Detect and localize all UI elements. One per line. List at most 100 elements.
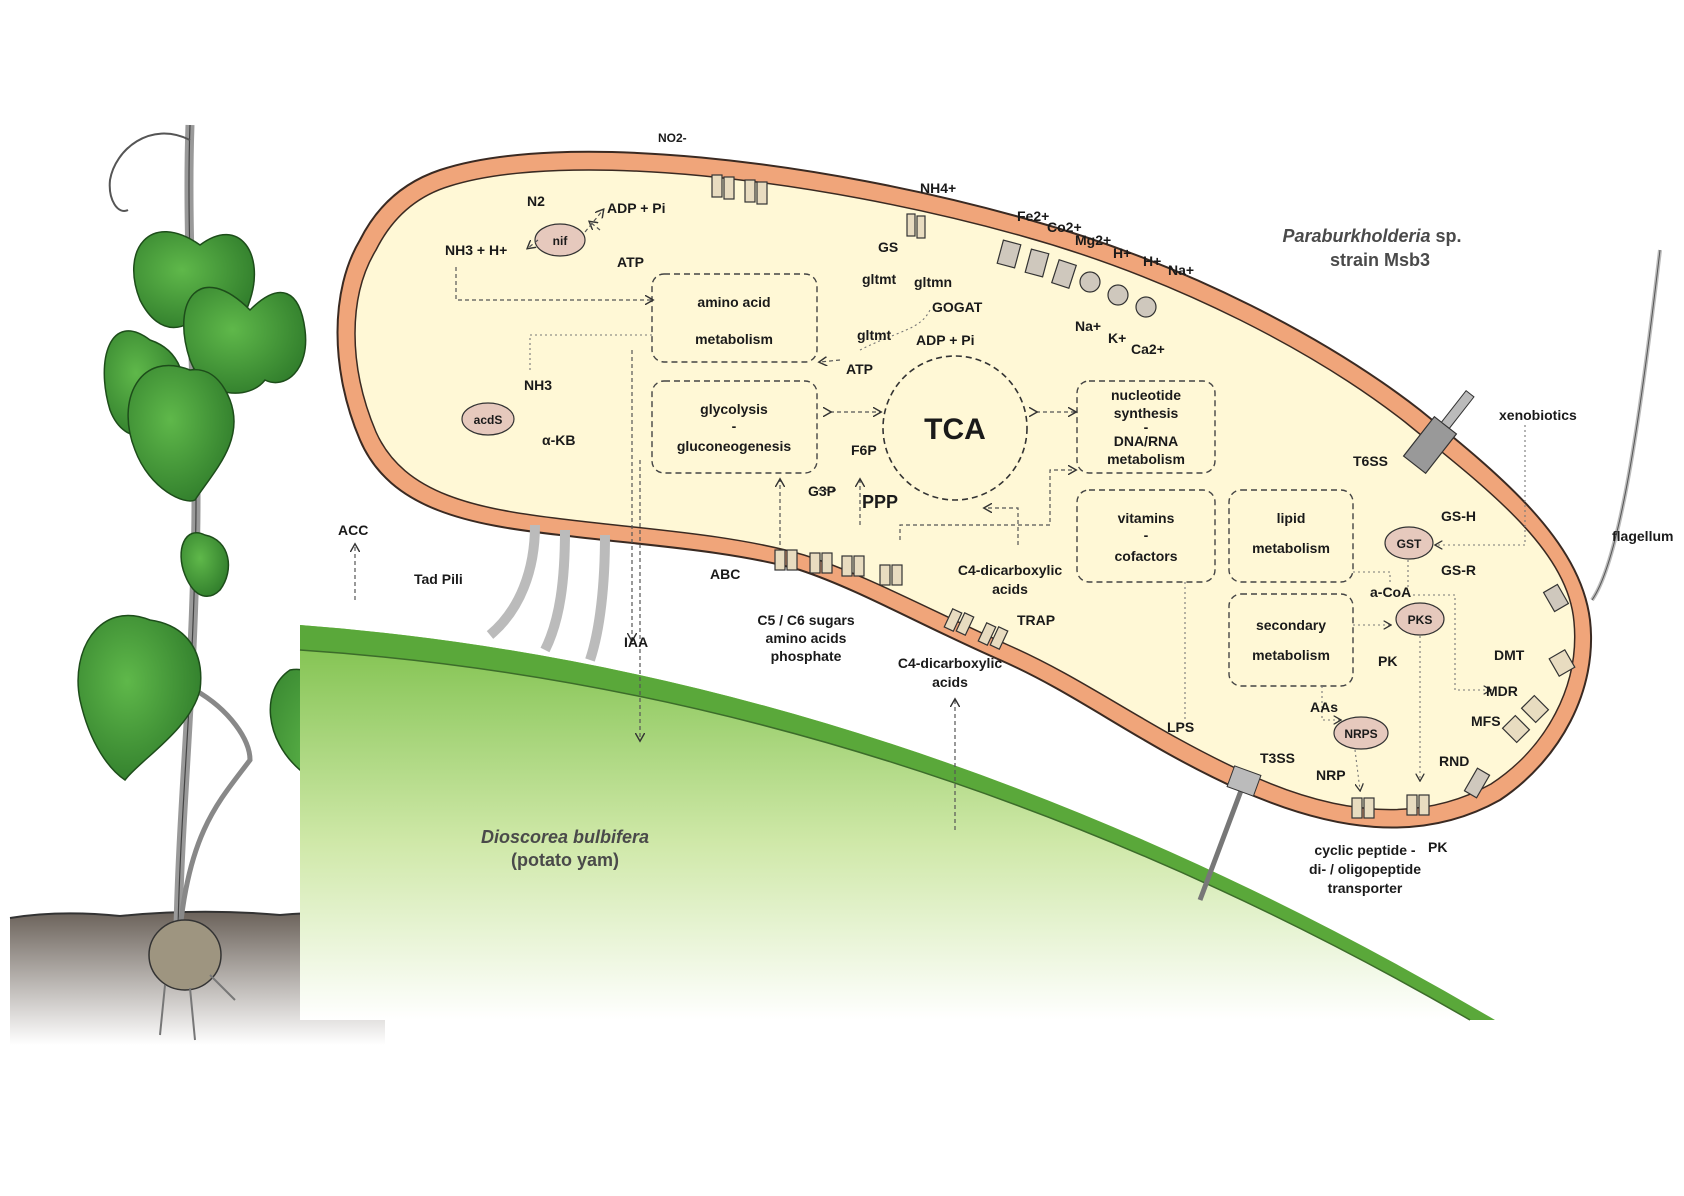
- label-pk2: PK: [1428, 839, 1447, 855]
- pathway-arrows: [355, 210, 1526, 830]
- enzyme-nrps-label: NRPS: [1344, 727, 1377, 741]
- box-vitamins: vitamins - cofactors: [1076, 489, 1216, 583]
- enzyme-nif: nif: [534, 223, 586, 257]
- label-tad: Tad Pili: [414, 571, 463, 587]
- box-glycolysis-line2: -: [732, 418, 737, 434]
- box-nucleotide-line1: nucleotide: [1111, 387, 1181, 403]
- box-glycolysis-line1: glycolysis: [700, 401, 768, 417]
- label-na-out: Na+: [1168, 262, 1194, 278]
- bacterial-cell: [336, 150, 1592, 829]
- label-gs: GS: [878, 239, 898, 255]
- label-lps: LPS: [1167, 719, 1194, 735]
- bacterium-suffix: sp.: [1436, 226, 1462, 246]
- label-aas: AAs: [1310, 699, 1338, 715]
- label-gogat: GOGAT: [932, 299, 983, 315]
- plant-common-name: (potato yam): [511, 850, 619, 870]
- ppp-label: PPP: [862, 492, 898, 512]
- label-gltmt2: gltmt: [857, 327, 892, 343]
- label-fe: Fe2+: [1017, 208, 1049, 224]
- label-no2: NO2-: [658, 131, 687, 145]
- label-acc: ACC: [338, 522, 368, 538]
- enzyme-pks: PKS: [1395, 602, 1445, 636]
- box-nucleotide-line4: DNA/RNA: [1114, 433, 1179, 449]
- label-nh3-h: NH3 + H+: [445, 242, 507, 258]
- label-h1: H+: [1113, 245, 1131, 261]
- enzyme-acds: acdS: [461, 402, 515, 436]
- label-acoa: a-CoA: [1370, 584, 1411, 600]
- label-nh3: NH3: [524, 377, 552, 393]
- label-cyclic1: cyclic peptide -: [1314, 842, 1415, 858]
- label-cyclic3: transporter: [1328, 880, 1403, 896]
- label-iaa: IAA: [624, 634, 648, 650]
- label-trap: TRAP: [1017, 612, 1055, 628]
- label-gltmt1: gltmt: [862, 271, 897, 287]
- label-k: K+: [1108, 330, 1126, 346]
- label-nrp: NRP: [1316, 767, 1346, 783]
- label-gsh: GS-H: [1441, 508, 1476, 524]
- bacterium-genus: Paraburkholderia: [1282, 226, 1430, 246]
- label-pk1: PK: [1378, 653, 1397, 669]
- label-mg: Mg2+: [1075, 232, 1111, 248]
- label-c4out2: acids: [932, 674, 968, 690]
- label-na-in: Na+: [1075, 318, 1101, 334]
- membrane-transporters: [711, 174, 1662, 901]
- box-glycolysis: glycolysis - gluconeogenesis: [651, 380, 818, 474]
- label-flagellum: flagellum: [1612, 528, 1673, 544]
- box-secondary-line2: metabolism: [1252, 647, 1330, 663]
- bacterium-title: Paraburkholderia sp.: [1282, 226, 1461, 246]
- cytoplasm: [354, 169, 1576, 811]
- label-sugars3: phosphate: [771, 648, 842, 664]
- box-amino-acid-line1: amino acid: [697, 294, 770, 310]
- label-abc: ABC: [710, 566, 740, 582]
- label-adp-pi-top: ADP + Pi: [607, 200, 666, 216]
- bacterium-strain: strain Msb3: [1330, 250, 1430, 270]
- label-g3p: G3P: [808, 483, 836, 499]
- box-lipid-line2: metabolism: [1252, 540, 1330, 556]
- labels: NO2- N2 ADP + Pi NH3 + H+ ATP NH4+ GS gl…: [338, 131, 1673, 896]
- tca-cycle: [882, 355, 1028, 501]
- box-nucleotide-line5: metabolism: [1107, 451, 1185, 467]
- box-nucleotide: nucleotide synthesis - DNA/RNA metabolis…: [1076, 380, 1216, 474]
- box-glycolysis-line3: gluconeogenesis: [677, 438, 792, 454]
- box-secondary: secondary metabolism: [1228, 593, 1354, 687]
- box-vitamins-line3: cofactors: [1114, 548, 1177, 564]
- label-c4in2: acids: [992, 581, 1028, 597]
- label-n2: N2: [527, 193, 545, 209]
- label-t6ss: T6SS: [1353, 453, 1388, 469]
- label-nh4: NH4+: [920, 180, 956, 196]
- label-atp-mid: ATP: [846, 361, 873, 377]
- label-ca: Ca2+: [1131, 341, 1165, 357]
- label-gsr: GS-R: [1441, 562, 1476, 578]
- label-gltmn: gltmn: [914, 274, 952, 290]
- enzyme-nrps: NRPS: [1333, 716, 1389, 750]
- enzyme-nif-label: nif: [553, 234, 569, 248]
- box-nucleotide-line2: synthesis: [1114, 405, 1179, 421]
- box-lipid: lipid metabolism: [1228, 489, 1354, 583]
- label-akb: α-KB: [542, 432, 576, 448]
- enzyme-gst-label: GST: [1397, 537, 1422, 551]
- label-co: Co2+: [1047, 219, 1082, 235]
- label-rnd: RND: [1439, 753, 1469, 769]
- box-secondary-line1: secondary: [1256, 617, 1326, 633]
- label-mfs: MFS: [1471, 713, 1501, 729]
- enzyme-pks-label: PKS: [1408, 613, 1433, 627]
- label-c4out1: C4-dicarboxylic: [898, 655, 1002, 671]
- label-sugars2: amino acids: [766, 630, 847, 646]
- enzyme-gst: GST: [1384, 526, 1434, 560]
- label-mdr: MDR: [1486, 683, 1518, 699]
- tuber: [148, 919, 222, 991]
- label-sugars1: C5 / C6 sugars: [757, 612, 854, 628]
- label-f6p: F6P: [851, 442, 877, 458]
- label-dmt: DMT: [1494, 647, 1525, 663]
- box-nucleotide-line3: -: [1144, 419, 1149, 435]
- box-lipid-line1: lipid: [1277, 510, 1306, 526]
- enzyme-acds-label: acdS: [474, 413, 503, 427]
- label-atp-top: ATP: [617, 254, 644, 270]
- box-amino-acid-line2: metabolism: [695, 331, 773, 347]
- tca-label: TCA: [924, 413, 986, 446]
- label-t3ss: T3SS: [1260, 750, 1295, 766]
- label-adp-pi-mid: ADP + Pi: [916, 332, 975, 348]
- box-vitamins-line2: -: [1144, 527, 1149, 543]
